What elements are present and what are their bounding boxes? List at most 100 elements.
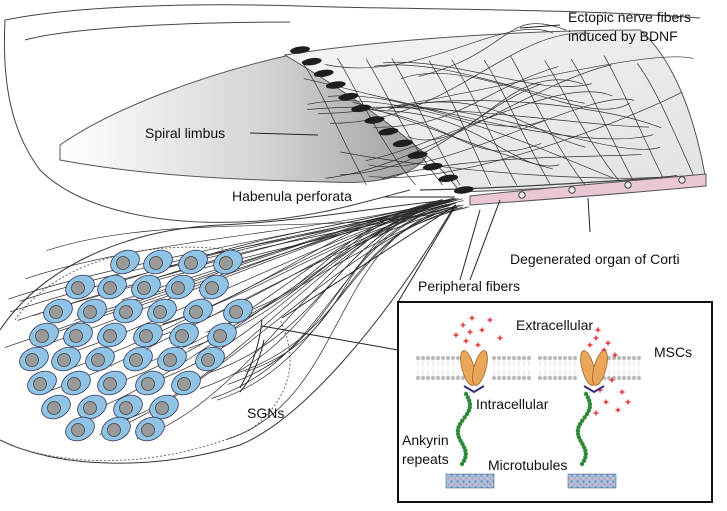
cell-nucleus-icon [141,377,155,391]
cell-nucleus-icon [129,353,143,367]
cell-nucleus-icon [177,377,191,391]
ligand-dot-icon [453,332,459,338]
ankyrin-repeat [580,441,585,447]
microtubule-icon [445,473,495,489]
cell-nucleus-icon [25,353,39,367]
sgn-cell-icon [195,346,225,372]
ectopic-fiber [379,110,560,167]
lipid-head [511,355,517,361]
lipid-head [425,375,431,381]
label-ectopic-fibers-2: induced by BDNF [568,28,678,44]
ankyrin-repeat [460,418,465,423]
cell-nucleus-icon [175,329,189,343]
ectopic-fiber [544,60,623,186]
label-sgns: SGNs [247,405,284,421]
sgn-cell-icon [19,346,49,372]
lipid-head [425,355,431,361]
ankyrin-repeat [575,431,581,437]
ectopic-fiber [451,59,517,186]
ligand-particles [453,315,631,416]
molecular-inset: Extracellular MSCs Intracellular Ankyrin… [397,301,713,503]
sgn-cell-icon [131,274,161,300]
habenula-opening [338,92,359,101]
ankyrin-repeat [455,431,461,437]
ankyrin-repeat [462,415,467,420]
peripheral-fiber [227,205,451,385]
ion-channel-icon [567,350,617,489]
ankyrin-repeat [458,438,463,443]
channel-linker [463,385,485,394]
cell-nucleus-icon [171,281,185,295]
peripheral-fiber [120,200,455,282]
lipid-head [491,355,497,361]
ectopic-fiber [383,61,592,87]
cell-nucleus-icon [184,256,198,270]
cell-nucleus-icon [83,401,97,415]
cell-nucleus-icon [35,329,49,343]
habenula-opening [351,104,372,113]
label-microtubules: Microtubules [488,457,567,473]
lipid-head [547,375,553,381]
habenula-opening [290,46,310,54]
sgn-cell-icon [65,416,95,442]
ligand-dot-icon [467,329,473,335]
ankyrin-repeat [586,408,591,413]
lipid-head [435,355,441,361]
cell-nucleus-icon [103,281,117,295]
ectopic-fiber [381,154,642,180]
sgn-cell-icon [85,346,115,372]
peripheral-fiber [199,204,447,389]
cell-nucleus-icon [103,377,117,391]
ligand-dot-icon [487,317,493,323]
sgn-cell-icon [199,274,229,300]
inset-labels: Extracellular MSCs Intracellular Ankyrin… [402,317,692,473]
sgn-cell-icon [113,394,143,420]
habenula-opening [453,186,474,194]
ectopic-fiber [509,55,586,186]
lipid-head [415,375,421,381]
peripheral-fiber [8,200,444,300]
cell-nucleus-icon [69,329,83,343]
ectopic-fiber [483,59,551,186]
cell-nucleus-icon [47,401,61,415]
cell-nucleus-icon [71,281,85,295]
ectopic-fiber [301,61,367,186]
habenula-opening [364,116,385,124]
ectopic-fiber [340,151,678,179]
habenula-opening [438,174,459,183]
ectopic-fiber [603,55,667,186]
lipid-head [491,375,497,381]
lipid-head [526,355,532,361]
ectopic-fiber [303,78,654,140]
ligand-dot-icon [609,377,615,383]
ankyrin-repeat [584,411,590,417]
lipid-head [606,375,612,381]
ligand-dot-icon [625,399,631,405]
ion-channels [445,350,617,489]
ankyrin-repeat [461,445,467,450]
ectopic-fiber [391,58,461,186]
ankyrin-repeat [585,395,590,400]
cell-nucleus-icon [33,377,47,391]
ectopic-fiber [407,79,583,141]
ligand-dot-icon [615,407,621,413]
cell-nucleus-icon [163,353,177,367]
ectopic-fiber [307,100,615,179]
cell-nucleus-icon [219,256,233,270]
ankyrin-repeat [577,421,583,427]
lipid-head [496,375,502,381]
peripheral-fiber [30,198,463,342]
lipid-head [435,375,441,381]
ankyrin-repeat [457,421,463,427]
sgn-cell-icon [41,394,71,420]
sgn-cell-icon [101,416,131,442]
cell-nucleus-icon [71,423,85,437]
ectopic-fiber [368,98,635,167]
ectopic-fiber [368,92,682,178]
label-extracellular: Extracellular [516,317,593,333]
ion-channel-icon [445,350,495,489]
ankyrin-repeat [463,451,469,457]
cell-nucleus-icon [119,401,133,415]
cell-nucleus-icon [205,281,219,295]
